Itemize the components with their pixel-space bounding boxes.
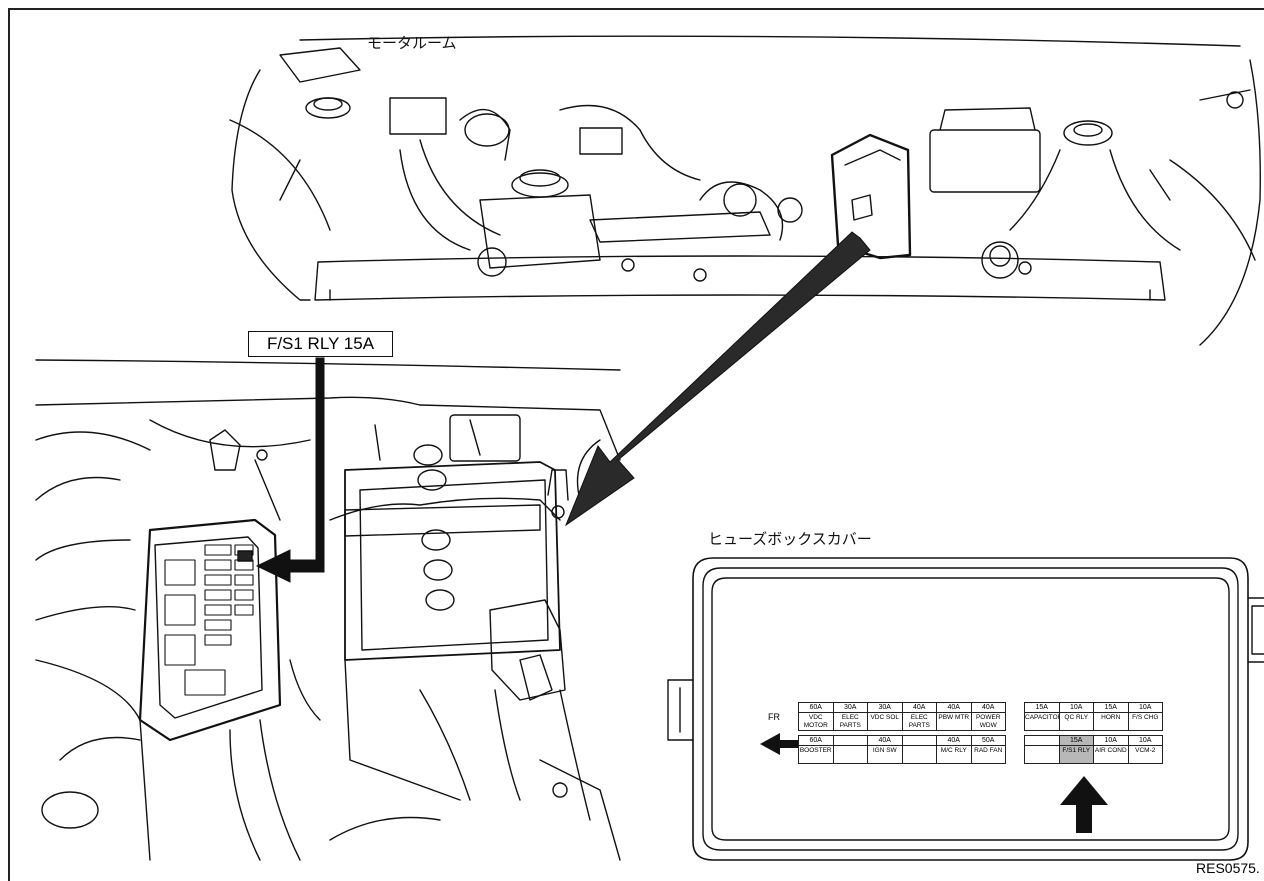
fuse-amperage: 10A xyxy=(1128,703,1162,713)
fuse-name: BOOSTER xyxy=(799,747,832,754)
fuse-name: AIR COND xyxy=(1094,747,1127,754)
fuse-name: HORN xyxy=(1101,714,1121,721)
fuse-amperage: 60A xyxy=(799,703,833,713)
fuse-amperage xyxy=(902,736,936,746)
fuse-amperage: 50A xyxy=(971,736,1005,746)
fuse-amperage: 40A xyxy=(937,736,971,746)
fuse-amperage: 30A xyxy=(868,703,902,713)
fuse-name xyxy=(1025,746,1059,747)
highlight-fuse-arrow xyxy=(1060,776,1108,833)
engine-room-label: モータルーム xyxy=(367,34,457,52)
fuse-amperage: 40A xyxy=(868,736,902,746)
fr-arrow xyxy=(760,733,798,755)
fuse-bottom-6 xyxy=(1024,735,1060,764)
fuse-amperage: 10A xyxy=(1128,736,1162,746)
fuse-amperage: 30A xyxy=(833,703,867,713)
fuse-bottom-1 xyxy=(832,735,868,764)
fuse-name: PBW MTR xyxy=(938,714,970,721)
fuse-slots xyxy=(164,544,254,696)
fuse-name xyxy=(834,746,868,747)
fuse-amperage: 15A xyxy=(1025,703,1059,713)
fuse-amperage: 10A xyxy=(1059,703,1093,713)
front-direction-label: FR xyxy=(768,712,780,722)
figure-frame xyxy=(8,8,1264,881)
fuse-name: CAPACITOR xyxy=(1025,714,1060,721)
fuse-amperage: 15A xyxy=(1059,736,1093,746)
fuse-box-closeup-illustration xyxy=(35,359,621,861)
fuse-amperage xyxy=(1025,736,1059,746)
fuse-name: F/S CHG xyxy=(1132,714,1159,721)
fuse-name: VDC MOTOR xyxy=(803,714,828,729)
fuse-amperage xyxy=(833,736,867,746)
fuse-amperage: 60A xyxy=(799,736,833,746)
fuse-name: F/S1 RLY xyxy=(1062,747,1091,754)
fuse-bottom-3 xyxy=(901,735,937,764)
fuse-name: POWER WDW xyxy=(975,714,1001,729)
reference-code: RES0575. xyxy=(1196,860,1260,876)
fuse-name xyxy=(903,746,937,747)
locator-arrow xyxy=(564,231,871,527)
fuse-callout-label: F/S1 RLY 15A xyxy=(248,331,393,357)
engine-compartment-illustration xyxy=(229,35,1261,346)
fuse-amperage: 10A xyxy=(1094,736,1128,746)
callout-leader-arrow xyxy=(255,357,325,583)
fuse-box-cover-outline xyxy=(667,557,1264,861)
fuse-name: ELEC PARTS (BAT)-1 xyxy=(839,714,861,729)
fuse-amperage: 40A xyxy=(902,703,936,713)
fuse-amperage: 40A xyxy=(971,703,1005,713)
fuse-name: IGN SW xyxy=(872,747,897,754)
fuse-name: M/C RLY xyxy=(940,747,967,754)
fuse-name: ELEC PARTS (BAT)-2 xyxy=(908,714,930,729)
fuse-amperage: 40A xyxy=(937,703,971,713)
fuse-amperage: 15A xyxy=(1094,703,1128,713)
fuse-name: RAD FAN xyxy=(974,747,1003,754)
fuse-name: VCM-2 xyxy=(1135,747,1156,754)
fuse-name: VDC SOL xyxy=(870,714,900,721)
fuse-name: QC RLY xyxy=(1064,714,1089,721)
fuse-box-cover-label: ヒューズボックスカバー xyxy=(708,530,872,548)
